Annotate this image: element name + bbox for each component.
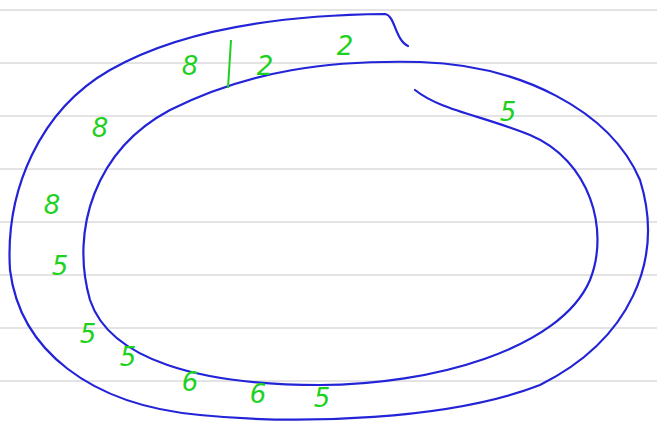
track-number: 6 bbox=[250, 381, 267, 407]
divider-mark bbox=[228, 40, 231, 88]
track-number: 5 bbox=[500, 99, 517, 125]
track-number: 8 bbox=[44, 192, 61, 218]
track-number: 6 bbox=[182, 369, 199, 395]
track-number: 2 bbox=[257, 53, 274, 79]
track-number: 2 bbox=[337, 33, 354, 59]
track-number: 5 bbox=[314, 385, 331, 411]
track-number: 5 bbox=[120, 344, 137, 370]
track-number: 8 bbox=[182, 53, 199, 79]
track-number: 8 bbox=[92, 115, 109, 141]
track-number: 5 bbox=[52, 253, 69, 279]
track-number: 5 bbox=[80, 321, 97, 347]
